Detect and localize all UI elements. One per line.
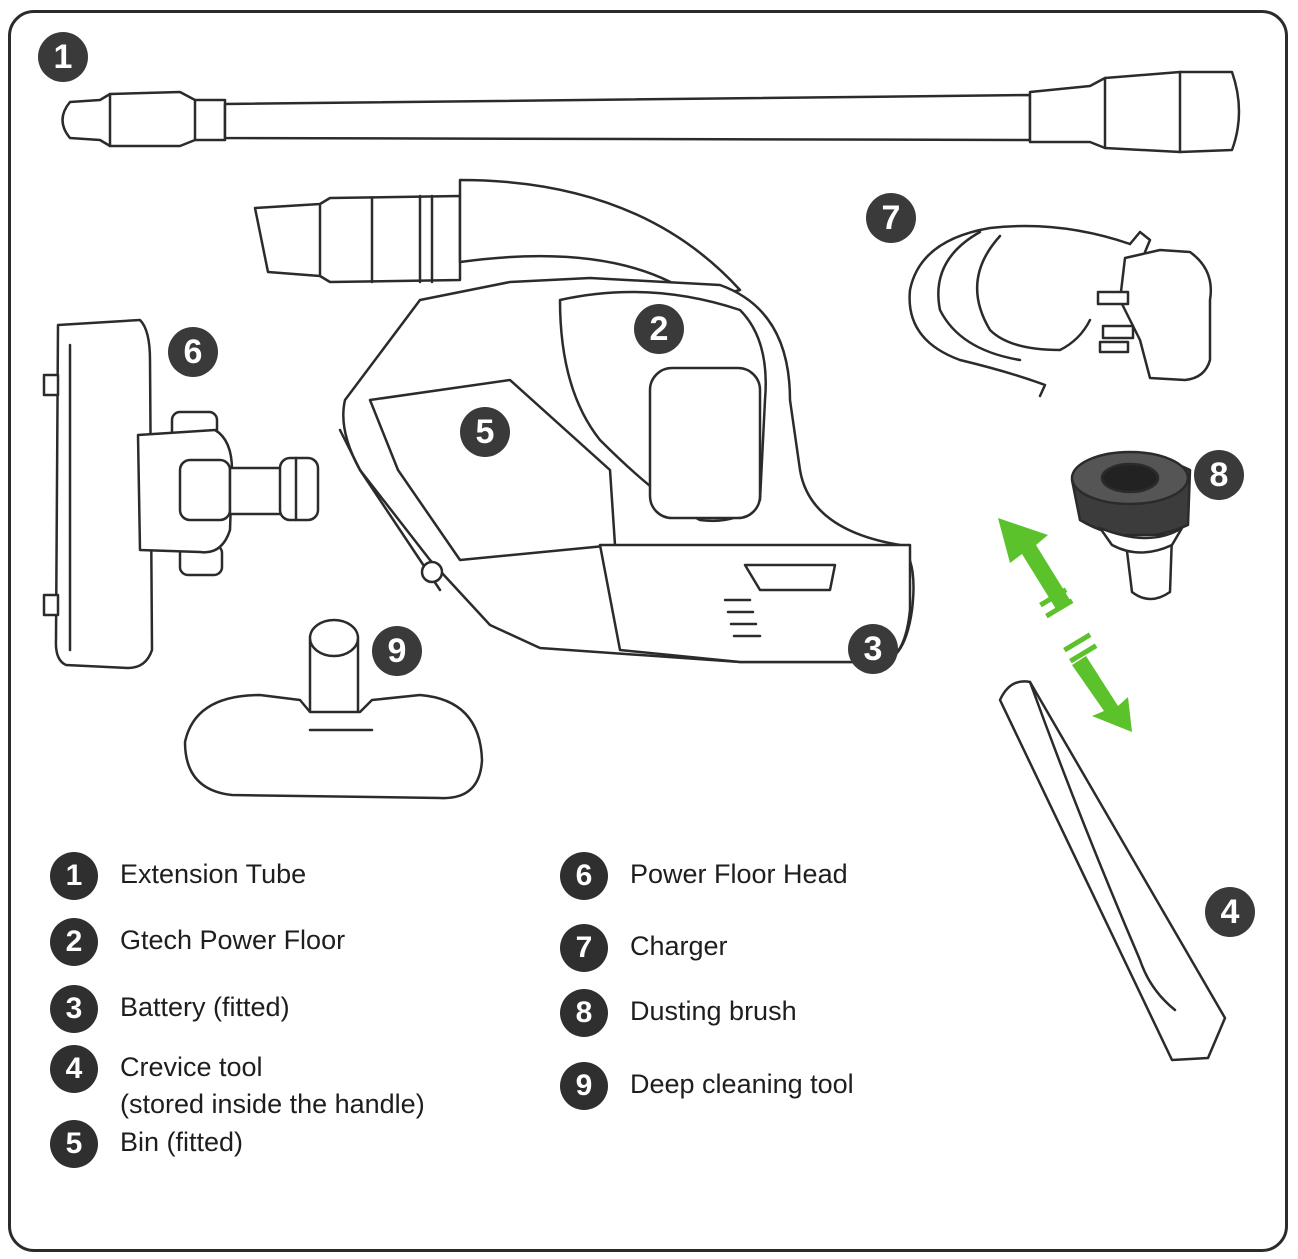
badge-1: 1 <box>38 32 88 82</box>
charger-illustration <box>908 224 1213 398</box>
legend-badge: 5 <box>50 1120 98 1168</box>
legend-item-1: 1 Extension Tube <box>50 852 306 900</box>
badge-5: 5 <box>460 407 510 457</box>
legend-badge: 8 <box>560 989 608 1037</box>
crevice-tool-illustration <box>998 680 1227 1062</box>
badge-8: 8 <box>1194 450 1244 500</box>
badge-9: 9 <box>372 626 422 676</box>
power-floor-head-illustration <box>42 318 320 670</box>
legend-badge: 3 <box>50 985 98 1033</box>
badge-3: 3 <box>848 624 898 674</box>
legend-item-9: 9 Deep cleaning tool <box>560 1062 854 1110</box>
legend-item-5: 5 Bin (fitted) <box>50 1120 243 1168</box>
badge-4: 4 <box>1205 887 1255 937</box>
legend-label: Dusting brush <box>630 996 797 1026</box>
deep-cleaning-tool-illustration <box>183 618 484 800</box>
handheld-vacuum-illustration <box>253 178 915 664</box>
legend-label: Deep cleaning tool <box>630 1069 854 1099</box>
legend-label: Charger <box>630 931 728 961</box>
legend-badge: 4 <box>50 1045 98 1093</box>
legend-label: Crevice tool (stored inside the handle) <box>120 1052 425 1119</box>
badge-7: 7 <box>866 193 916 243</box>
legend-label: Bin (fitted) <box>120 1127 244 1157</box>
legend-badge: 9 <box>560 1062 608 1110</box>
legend-label: Gtech Power Floor <box>120 925 346 955</box>
legend-badge: 1 <box>50 852 98 900</box>
legend-item-7: 7 Charger <box>560 924 728 972</box>
badge-6: 6 <box>168 327 218 377</box>
dusting-brush-illustration <box>1070 450 1192 601</box>
legend-item-6: 6 Power Floor Head <box>560 852 848 900</box>
legend-badge: 2 <box>50 918 98 966</box>
legend-badge: 6 <box>560 852 608 900</box>
legend-badge: 7 <box>560 924 608 972</box>
badge-2: 2 <box>634 304 684 354</box>
extension-tube-illustration <box>61 70 1241 154</box>
legend-label: Battery (fitted) <box>120 992 290 1022</box>
attach-arrows <box>998 518 1132 732</box>
legend-item-4: 4 Crevice tool (stored inside the handle… <box>50 1045 425 1123</box>
legend-label: Extension Tube <box>120 859 307 889</box>
legend-label: Power Floor Head <box>630 859 848 889</box>
legend-item-8: 8 Dusting brush <box>560 989 797 1037</box>
legend-item-3: 3 Battery (fitted) <box>50 985 290 1033</box>
legend-item-2: 2 Gtech Power Floor <box>50 918 345 966</box>
